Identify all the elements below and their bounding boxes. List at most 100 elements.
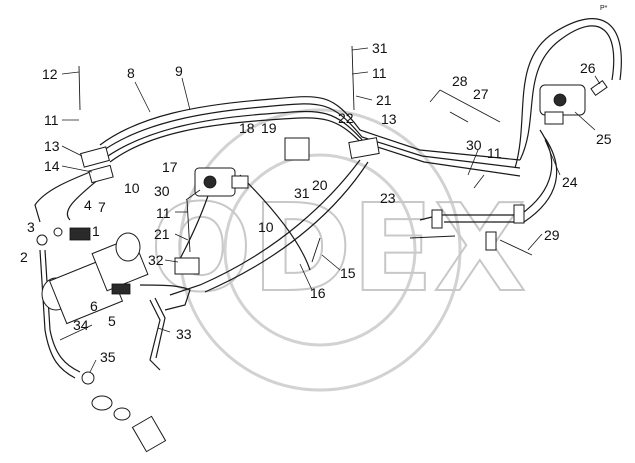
hose-24b [444,137,558,223]
callout-24: 24 [562,174,578,190]
fitting-2 [36,234,48,246]
callout-17: 17 [162,159,178,175]
filter-gasket [91,395,113,411]
bracket-22 [284,137,310,161]
hose-8 [99,96,521,161]
clamp-13-left [80,146,110,168]
valve-17-port [203,175,217,189]
leader-30a [185,189,201,201]
watermark-text: ODEX [150,180,526,319]
leader-12 [61,71,80,75]
callout-10a: 10 [124,180,140,196]
leader-15 [321,254,341,271]
bolt-29 [499,239,533,256]
leader-24 [544,139,561,176]
callout-5: 5 [108,313,116,329]
valve-17-cap [231,175,249,189]
callout-23: 23 [380,190,396,206]
leader-21b [174,233,189,241]
watermark: ODEX [149,108,527,392]
callout-6: 6 [90,298,98,314]
plate-29a [485,231,497,251]
clamp-lower [174,257,200,275]
callout-35: 35 [100,349,116,365]
valve-blocks [194,80,608,197]
hose-upper-loop [519,25,615,161]
bolt-27 [449,111,469,123]
hose-8b [107,110,521,177]
callout-11b: 11 [372,65,387,81]
leader-11d [473,174,485,189]
leader-14 [61,165,93,173]
callout-8: 8 [127,65,135,81]
callout-1: 1 [92,223,100,239]
callout-34: 34 [73,317,89,333]
leader-13a [61,145,83,157]
callout-21b: 21 [154,226,170,242]
hose-31 [239,174,311,271]
hose-left-a [34,169,96,223]
valve-25 [539,84,586,125]
callout-11c: 11 [156,205,171,221]
valve-25-cap [544,111,564,125]
fitting-26 [590,80,608,96]
callout-31b: 31 [294,185,310,201]
callout-9: 9 [175,63,183,79]
callout-14: 14 [44,158,60,174]
callout-19: 19 [261,120,277,136]
callout-20: 20 [312,177,328,193]
clamps-and-fittings [78,45,533,275]
hose-32 [139,284,191,311]
hose-34b [44,249,81,373]
callout-21a: 21 [376,92,392,108]
callout-26: 26 [580,60,596,76]
hose-33b [154,297,166,359]
fitting-26-body [590,80,608,96]
corner-mark: P* [600,5,608,12]
callout-15: 15 [340,265,356,281]
leader-21a [355,95,373,101]
hose-20 [169,159,361,296]
clamp-14 [88,164,114,184]
callout-12: 12 [42,66,58,82]
plate-29b [513,204,525,224]
watermark-gear-outer [178,108,462,392]
hose-left-b [66,177,101,221]
filter-element [131,415,167,453]
leader-9 [181,77,191,111]
pump-face [115,232,141,262]
fitting-6 [111,283,131,295]
leader-28a [439,89,501,123]
leader-34 [59,324,93,341]
leader-35 [89,359,97,373]
callout-25: 25 [596,131,612,147]
callout-10b: 10 [258,219,274,235]
hose-upper-loop-b [514,18,622,169]
callout-32: 32 [148,252,164,268]
leader-28b [429,89,441,103]
callout-30a: 30 [154,183,170,199]
callout-28: 28 [452,73,468,89]
watermark-gear-inner [223,153,417,347]
leader-26 [594,75,601,85]
leader-32 [164,259,179,263]
callout-16: 16 [310,285,326,301]
rod-31 [351,45,355,111]
leader-31a [351,47,369,51]
rod-30 [186,199,191,253]
callout-4: 4 [84,197,92,213]
callout-27: 27 [473,86,489,102]
valve-17 [194,167,249,197]
callout-11a: 11 [44,112,59,128]
callout-29: 29 [544,227,560,243]
plate-29c [431,209,443,229]
hose-33 [149,299,161,371]
leader-33 [157,327,171,333]
leader-11b [351,71,369,75]
leader-16 [299,263,313,291]
hose-9b [109,117,369,163]
leader-30b [467,149,479,176]
leader-29 [527,233,543,251]
callout-7: 7 [98,199,106,215]
